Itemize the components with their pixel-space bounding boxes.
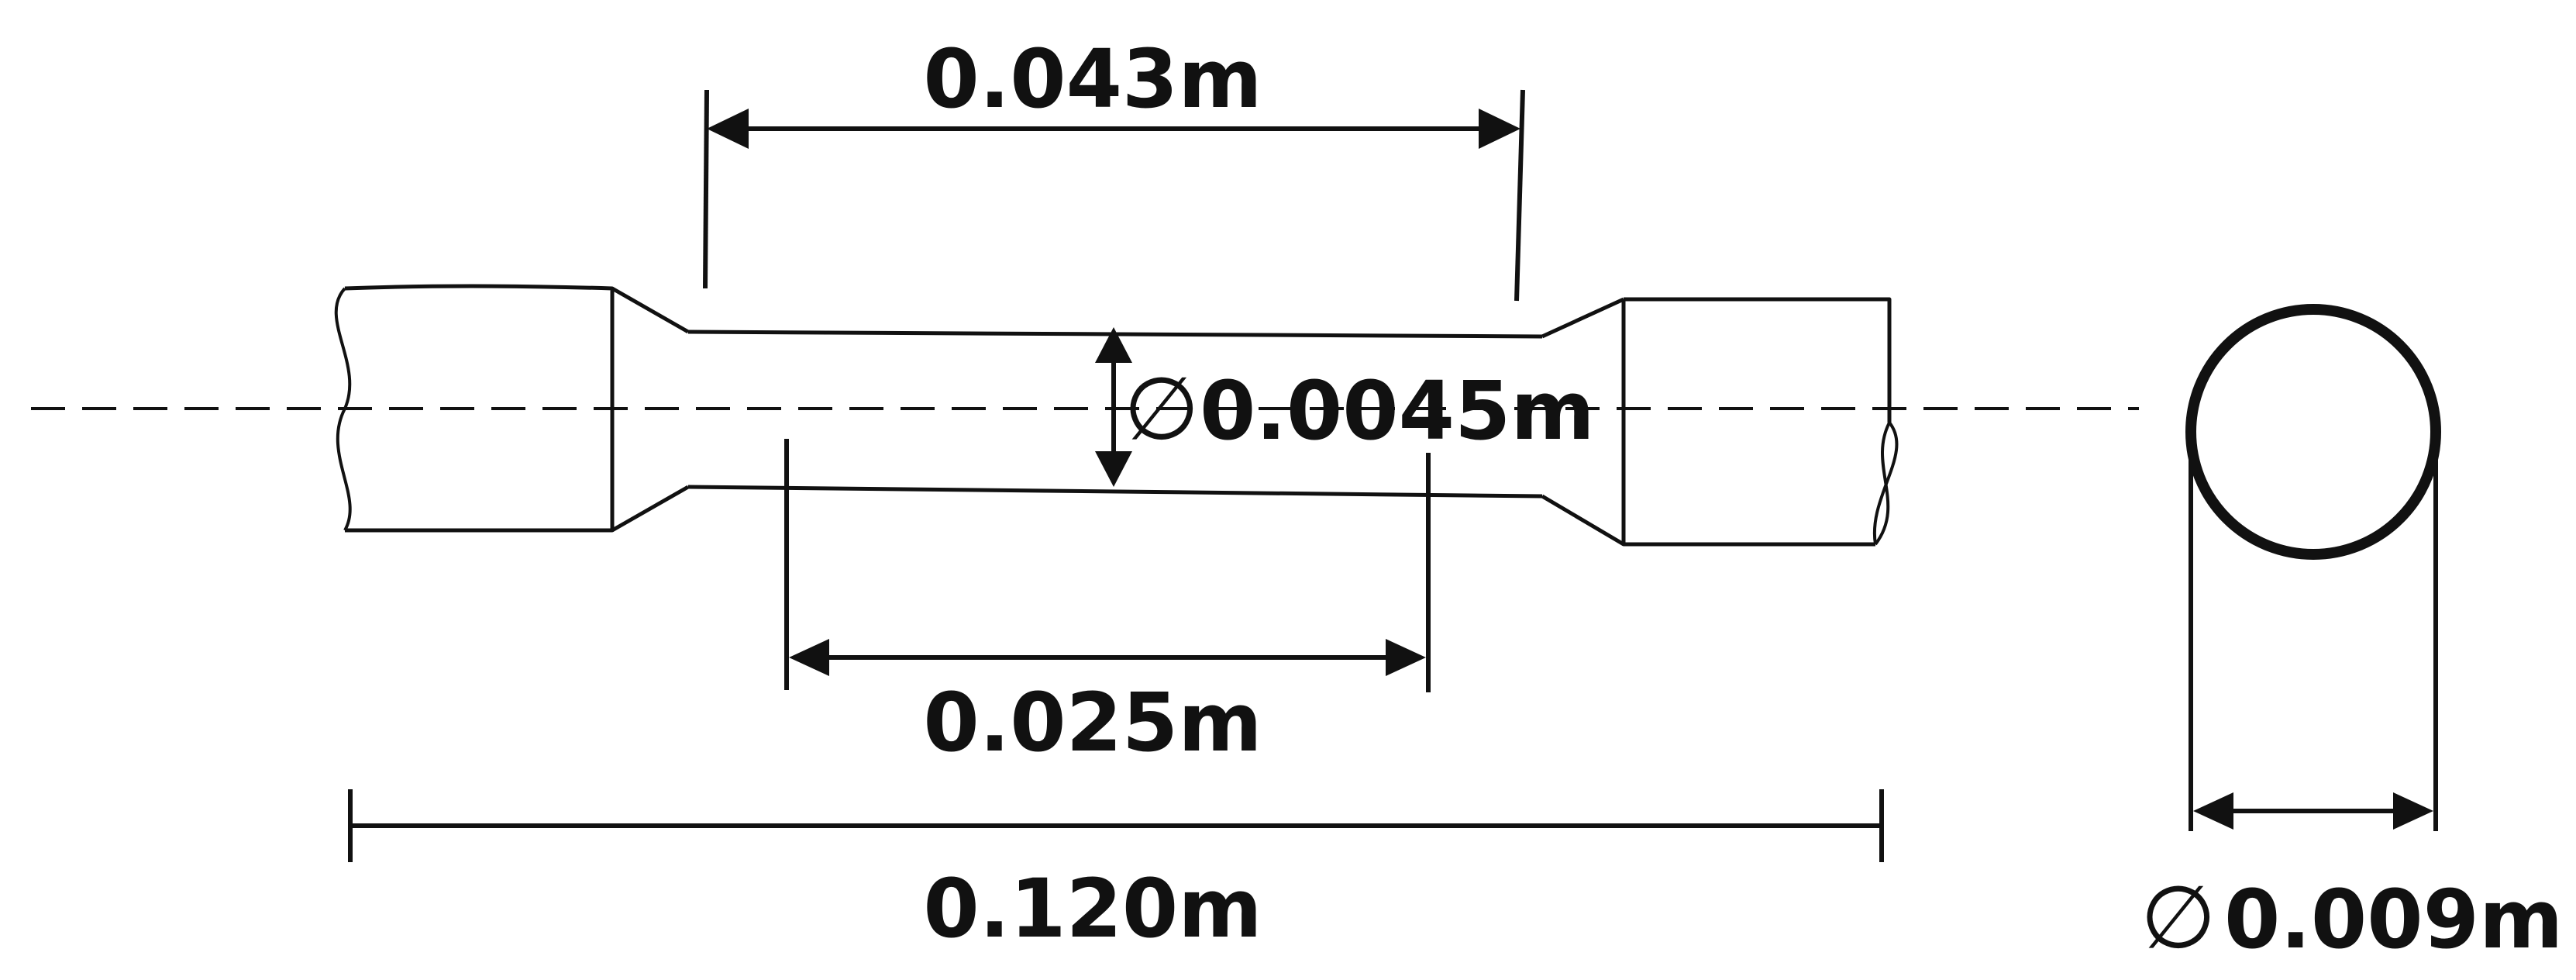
gauge-length-label: 0.025m (923, 675, 1262, 770)
dimension-gauge-span: 0.043m (703, 32, 1525, 302)
right-grip (1621, 297, 1899, 547)
grip-diameter-label: 0.009m (2224, 872, 2563, 967)
cross-section-circle (2185, 304, 2441, 560)
total-length-label: 0.120m (923, 861, 1262, 956)
right-break-line (1872, 421, 1899, 545)
left-shoulder (611, 286, 690, 533)
cross-section-view: ∅ 0.009m (2140, 304, 2563, 968)
dimension-total-length: 0.120m (348, 789, 1884, 956)
gauge-span-label: 0.043m (923, 32, 1262, 126)
left-break-line (334, 287, 352, 531)
right-shoulder (1541, 297, 1625, 547)
reduced-diameter-label: 0.0045m (1200, 364, 1595, 458)
grip-diameter-symbol: ∅ (2140, 868, 2216, 968)
reduced-diameter-symbol: ∅ (1124, 359, 1200, 460)
dimension-reduced-diameter: ∅ 0.0045m (1095, 327, 1595, 487)
left-grip (334, 284, 615, 533)
dimension-gauge-length: 0.025m (784, 439, 1431, 770)
